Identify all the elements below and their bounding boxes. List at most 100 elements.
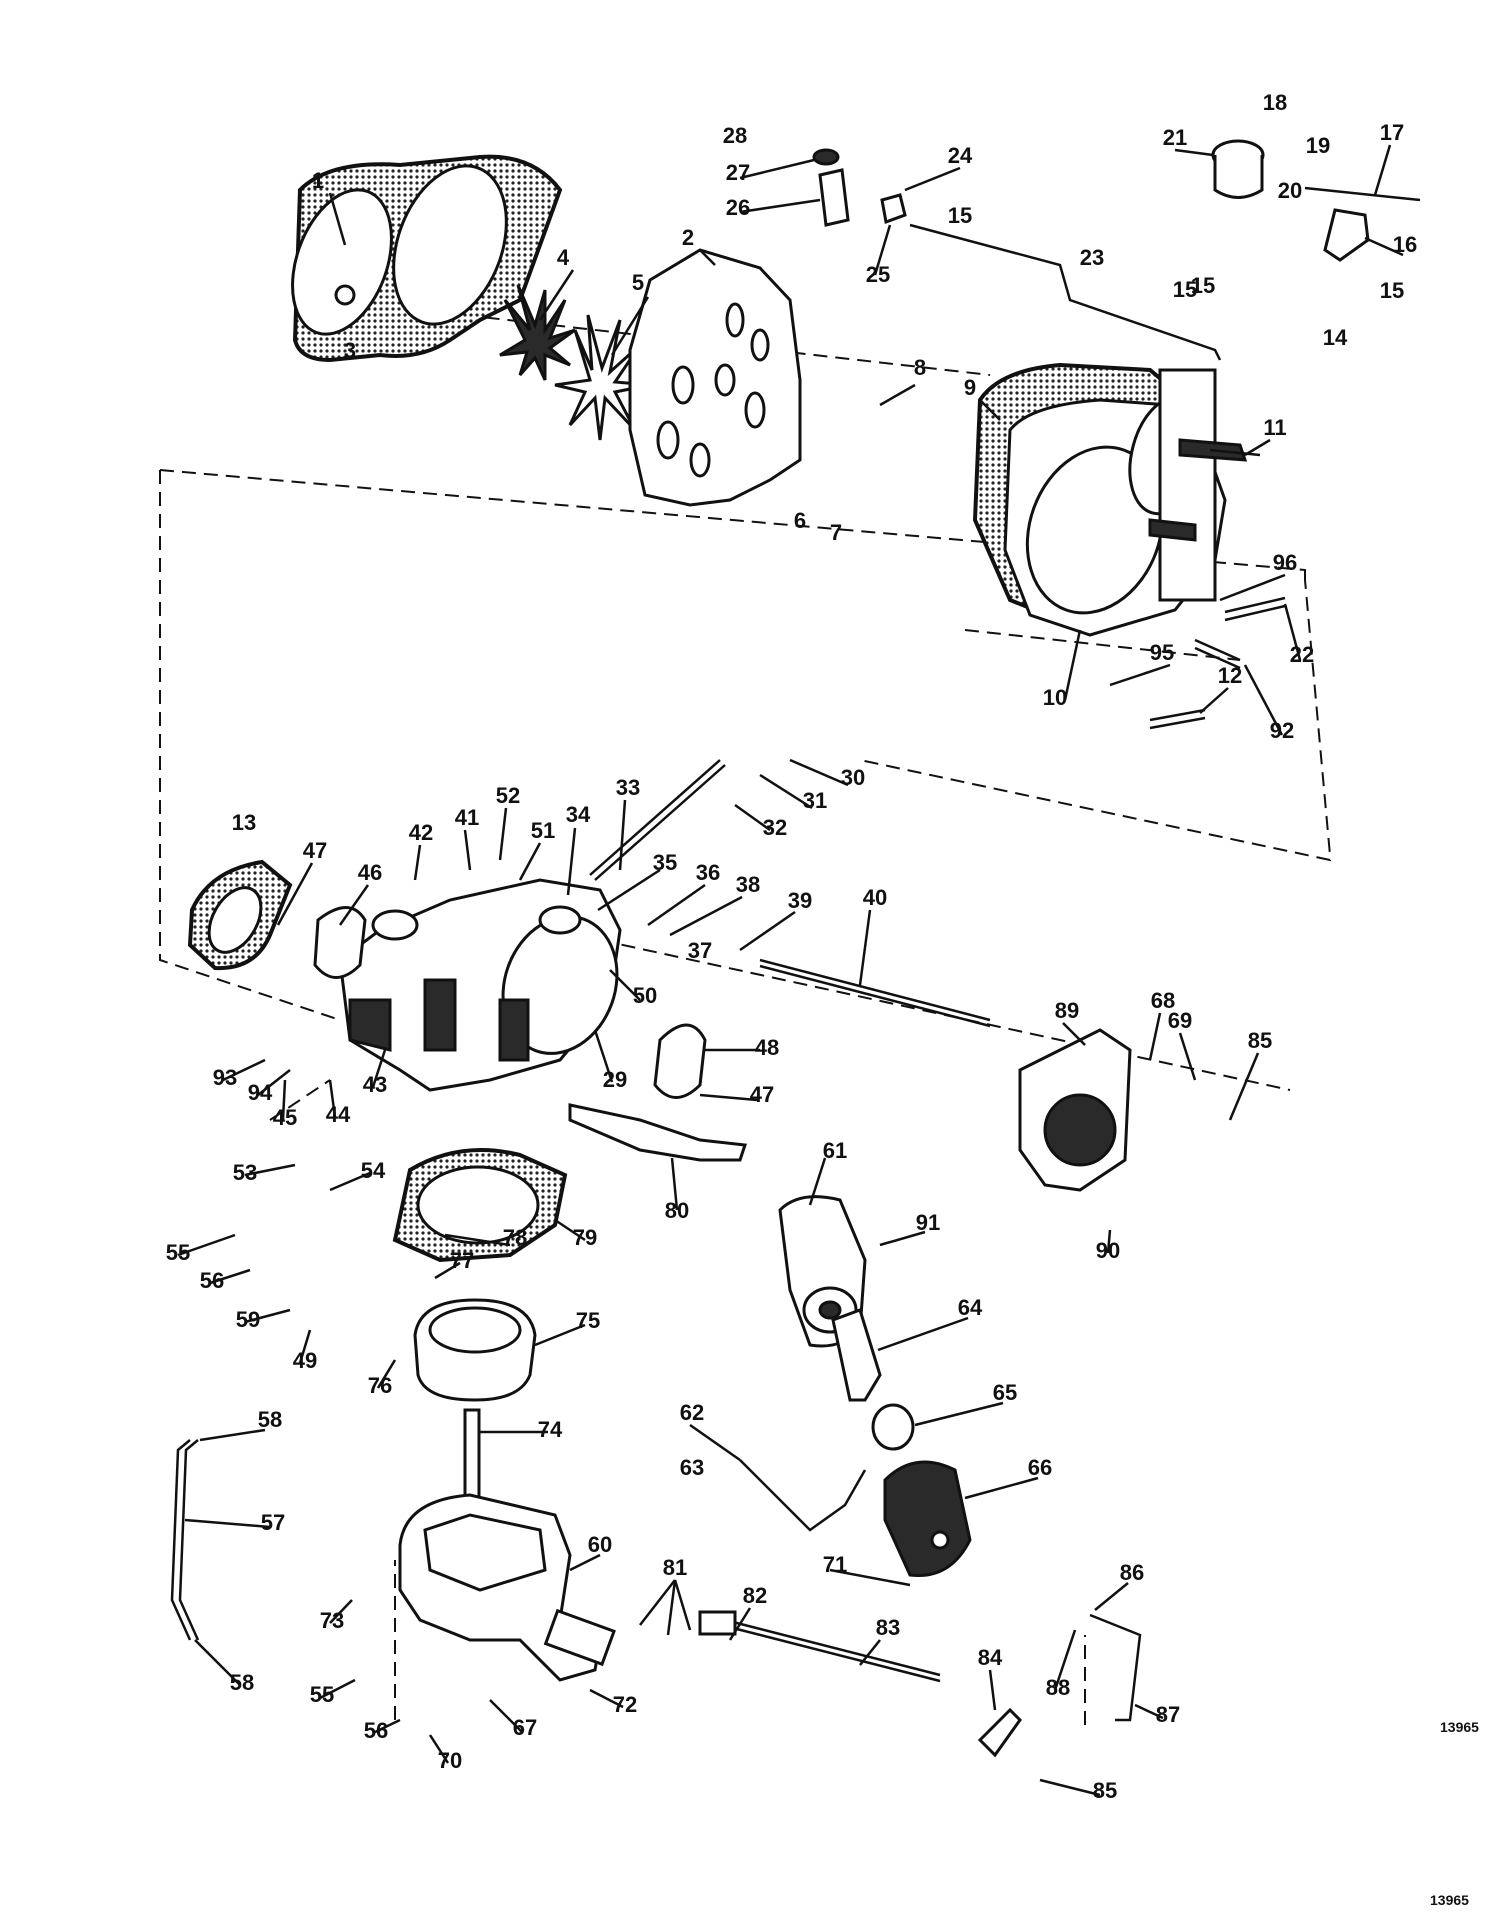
part-label-85: 85	[1093, 1778, 1117, 1803]
part-label-15: 15	[948, 203, 972, 228]
part-label-49: 49	[293, 1348, 317, 1373]
part-26-block	[818, 168, 850, 227]
part-label-67: 67	[513, 1715, 537, 1740]
part-label-9: 9	[964, 375, 976, 400]
part-label-56: 56	[200, 1268, 224, 1293]
part-label-12: 12	[1218, 663, 1242, 688]
part-label-87: 87	[1156, 1702, 1180, 1727]
part-11-spring	[1209, 448, 1261, 457]
part-label-56: 56	[364, 1718, 388, 1743]
figure-reference: 13965	[1440, 1719, 1479, 1735]
part-66-cap	[883, 1460, 972, 1578]
part-label-79: 79	[573, 1225, 597, 1250]
part-label-78: 78	[503, 1225, 527, 1250]
part-label-17: 17	[1380, 120, 1404, 145]
part-label-39: 39	[788, 888, 812, 913]
part-label-63: 63	[680, 1455, 704, 1480]
part-label-90: 90	[1096, 1238, 1120, 1263]
part-label-28: 28	[723, 123, 747, 148]
part-16-lever	[1323, 208, 1370, 262]
part-62-bracket	[739, 1459, 867, 1532]
part-2-plate	[628, 248, 802, 507]
part-label-4: 4	[557, 245, 570, 270]
part-label-26: 26	[726, 195, 750, 220]
part-label-71: 71	[823, 1552, 847, 1577]
part-12-screw	[1149, 708, 1206, 730]
part-label-88: 88	[1046, 1675, 1070, 1700]
part-label-73: 73	[320, 1608, 344, 1633]
part-label-85: 85	[1248, 1028, 1272, 1053]
part-1-gasket	[291, 154, 563, 363]
part-label-15: 15	[1380, 278, 1404, 303]
part-label-45: 45	[273, 1105, 297, 1130]
part-label-91: 91	[916, 1210, 940, 1235]
part-label-55: 55	[310, 1682, 334, 1707]
part-label-94: 94	[248, 1080, 273, 1105]
part-label-15: 15	[1191, 273, 1215, 298]
part-17-spring	[1304, 186, 1421, 202]
part-label-70: 70	[438, 1748, 462, 1773]
part-label-8: 8	[914, 355, 926, 380]
part-label-6: 6	[794, 508, 806, 533]
part-label-76: 76	[368, 1373, 392, 1398]
part-27-washer	[812, 148, 840, 166]
part-label-35: 35	[653, 850, 677, 875]
part-label-68: 68	[1151, 988, 1175, 1013]
part-label-80: 80	[665, 1198, 689, 1223]
part-label-44: 44	[326, 1102, 351, 1127]
part-label-7: 7	[830, 520, 842, 545]
part-label-2: 2	[682, 225, 694, 250]
part-9-cover	[972, 362, 1248, 637]
part-label-40: 40	[863, 885, 887, 910]
part-25-sleeve	[880, 193, 907, 225]
part-label-82: 82	[743, 1583, 767, 1608]
part-label-25: 25	[866, 262, 890, 287]
part-label-41: 41	[455, 805, 479, 830]
part-23-rod	[909, 223, 1222, 361]
part-label-38: 38	[736, 872, 760, 897]
part-label-1: 1	[312, 168, 324, 193]
part-label-58: 58	[258, 1407, 282, 1432]
part-label-60: 60	[588, 1532, 612, 1557]
part-label-96: 96	[1273, 550, 1297, 575]
part-label-69: 69	[1168, 1008, 1192, 1033]
part-label-32: 32	[763, 815, 787, 840]
part-label-30: 30	[841, 765, 865, 790]
part-89-plate	[1018, 1028, 1132, 1192]
part-label-47: 47	[303, 838, 327, 863]
part-57-tube	[170, 1439, 200, 1641]
part-label-51: 51	[531, 818, 555, 843]
part-label-52: 52	[496, 783, 520, 808]
part-label-29: 29	[603, 1067, 627, 1092]
carburetor-body	[338, 878, 622, 1092]
part-label-31: 31	[803, 788, 827, 813]
part-label-84: 84	[978, 1645, 1003, 1670]
part-label-13: 13	[232, 810, 256, 835]
part-80-bracket	[568, 1103, 748, 1162]
part-label-93: 93	[213, 1065, 237, 1090]
part-label-5: 5	[632, 270, 644, 295]
part-label-59: 59	[236, 1307, 260, 1332]
part-label-83: 83	[876, 1615, 900, 1640]
part-label-27: 27	[726, 160, 750, 185]
part-83-needle	[698, 1610, 941, 1683]
part-label-36: 36	[696, 860, 720, 885]
part-label-55: 55	[166, 1240, 190, 1265]
part-48-disc	[653, 1023, 707, 1099]
part-label-66: 66	[1028, 1455, 1052, 1480]
part-label-42: 42	[409, 820, 433, 845]
part-13-gasket	[187, 859, 293, 971]
part-label-81: 81	[663, 1555, 687, 1580]
part-label-16: 16	[1393, 232, 1417, 257]
part-label-48: 48	[755, 1035, 779, 1060]
part-92-screw	[1194, 638, 1241, 670]
part-label-22: 22	[1290, 642, 1314, 667]
part-46-disc	[313, 906, 367, 979]
part-label-33: 33	[616, 775, 640, 800]
leader-lines	[177, 144, 1404, 1797]
part-label-75: 75	[576, 1308, 600, 1333]
part-label-92: 92	[1270, 718, 1294, 743]
part-label-62: 62	[680, 1400, 704, 1425]
part-label-50: 50	[633, 983, 657, 1008]
